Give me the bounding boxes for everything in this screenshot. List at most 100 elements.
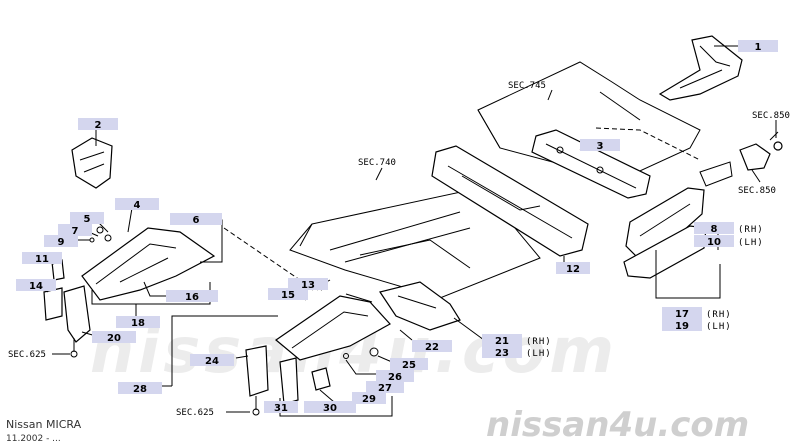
part-tag-31[interactable]: 31	[264, 401, 298, 414]
part-number: 8	[711, 224, 718, 235]
part-tag-17[interactable]: 17(RH)	[662, 307, 732, 320]
part-tag-6[interactable]: 6	[170, 213, 222, 226]
part-number: 19	[675, 321, 689, 332]
part-tag-13[interactable]: 13	[288, 278, 328, 291]
part-tag-11[interactable]: 11	[22, 252, 62, 265]
part-tag-bg	[580, 139, 620, 151]
part-side: (RH)	[738, 225, 764, 235]
part-tag-bg	[264, 401, 298, 413]
part-number: 27	[378, 383, 392, 394]
part-number: 21	[495, 336, 509, 347]
part-tag-8[interactable]: 8 (RH)	[694, 222, 764, 235]
part-12-drawing	[431, 145, 589, 257]
part-tag-bg	[482, 346, 522, 358]
part-11-14-20-drawing	[43, 259, 91, 358]
part-number: 28	[133, 384, 147, 395]
part-tag-29[interactable]: 29	[352, 392, 386, 405]
part-tag-bg	[662, 307, 702, 319]
part-tag-22[interactable]: 22	[412, 340, 452, 353]
part-number: 2	[95, 120, 102, 131]
part-tag-bg	[482, 334, 522, 346]
part-number: 5	[84, 214, 91, 225]
part-tag-10[interactable]: 10(LH)	[694, 235, 764, 248]
part-number: 26	[388, 372, 402, 383]
part-number: 7	[72, 226, 79, 237]
part-number: 12	[566, 264, 580, 275]
part-tag-bg	[166, 290, 218, 302]
sec850-bracket	[739, 131, 783, 171]
part-number: 10	[707, 237, 721, 248]
sec-740-label: SEC.740	[358, 158, 396, 168]
front-side-member-group	[81, 226, 216, 301]
rear-floor-panel	[477, 61, 701, 181]
part-tag-25[interactable]: 25	[390, 358, 428, 371]
part-tag-bg	[304, 401, 356, 413]
part-number: 11	[35, 254, 49, 265]
part-1-drawing	[658, 35, 743, 101]
part-tag-bg	[190, 354, 234, 366]
part-tag-30[interactable]: 30	[304, 401, 356, 414]
part-number: 18	[131, 318, 145, 329]
sec-850-top-label: SEC.850	[752, 111, 790, 121]
part-number: 25	[402, 360, 416, 371]
part-tag-1[interactable]: 1	[738, 40, 778, 53]
part-number: 13	[301, 280, 315, 291]
part-tag-2[interactable]: 2	[78, 118, 118, 131]
part-tag-3[interactable]: 3	[580, 139, 620, 152]
watermark: nissan4u.com	[486, 405, 749, 445]
part-tag-7[interactable]: 7	[58, 224, 92, 237]
part-side: (LH)	[526, 349, 552, 359]
part-tag-19[interactable]: 19(LH)	[662, 319, 732, 332]
part-tag-28[interactable]: 28	[118, 382, 162, 395]
part-tag-21[interactable]: 21(RH)	[482, 334, 552, 347]
part-tag-bg	[170, 213, 222, 225]
model-name: Nissan MICRA	[6, 418, 82, 431]
part-number: 16	[185, 292, 199, 303]
part-number: 4	[134, 200, 141, 211]
part-tag-12[interactable]: 12	[556, 262, 590, 275]
part-number: 24	[205, 356, 219, 367]
part-tag-18[interactable]: 18	[116, 316, 160, 329]
part-tag-bg	[694, 222, 734, 234]
part-tag-bg	[115, 198, 159, 210]
sec-745-label: SEC.745	[508, 81, 546, 91]
part-tag-9[interactable]: 9	[44, 235, 78, 248]
part-tag-bg	[352, 392, 386, 404]
part-tag-26[interactable]: 26	[376, 370, 414, 383]
sec-625-bottom-label: SEC.625	[176, 408, 214, 418]
part-number: 15	[281, 290, 295, 301]
part-tag-bg	[78, 118, 118, 130]
part-tag-bg	[738, 40, 778, 52]
part-number: 17	[675, 309, 689, 320]
part-tag-14[interactable]: 14	[16, 279, 56, 292]
part-tag-20[interactable]: 20	[92, 331, 136, 344]
part-tag-15[interactable]: 15	[268, 288, 308, 301]
part-tag-24[interactable]: 24	[190, 354, 234, 367]
center-member-group	[275, 279, 461, 361]
part-3-drawing	[531, 129, 651, 199]
part-tag-bg	[44, 235, 78, 247]
part-number: 14	[29, 281, 43, 292]
part-tag-4[interactable]: 4	[115, 198, 159, 211]
part-tag-bg	[92, 331, 136, 343]
part-tag-bg	[694, 235, 734, 247]
part-number: 29	[362, 394, 376, 405]
part-number: 23	[495, 348, 509, 359]
part-tag-27[interactable]: 27	[366, 381, 404, 394]
model-date: 11.2002 - ...	[6, 434, 61, 444]
lower-parts-group	[245, 345, 379, 416]
part-tag-bg	[268, 288, 308, 300]
part-tag-bg	[556, 262, 590, 274]
part-tag-bg	[22, 252, 62, 264]
sec-850-bottom-label: SEC.850	[738, 186, 776, 196]
part-tag-bg	[366, 381, 404, 393]
sec-625-left-label: SEC.625	[8, 350, 46, 360]
part-tag-bg	[118, 382, 162, 394]
part-tag-23[interactable]: 23 (LH)	[482, 346, 552, 359]
part-tag-5[interactable]: 5	[70, 212, 104, 225]
part-number: 9	[58, 237, 65, 248]
part-number: 31	[274, 403, 288, 414]
part-tag-16[interactable]: 16	[166, 290, 218, 303]
